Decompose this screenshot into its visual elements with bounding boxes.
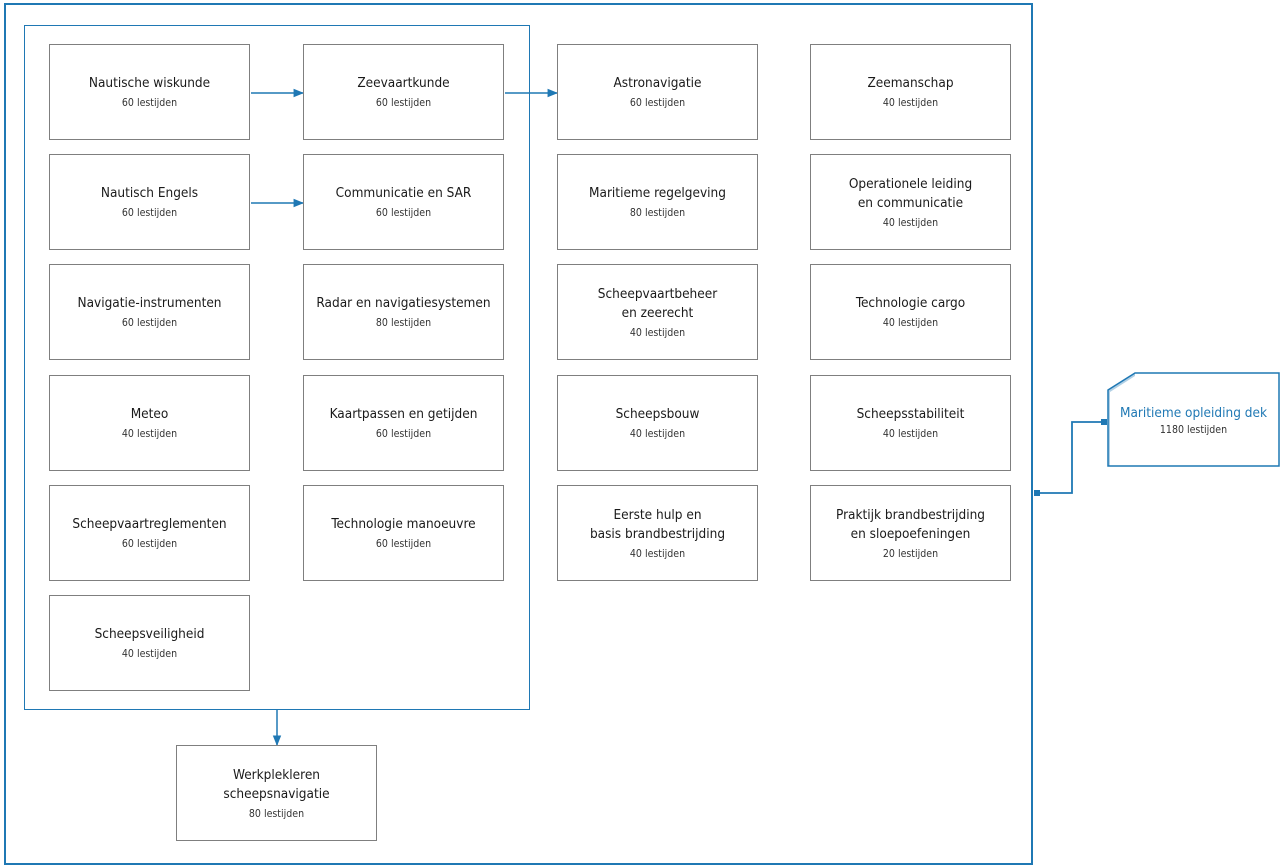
module-title: Scheepvaartreglementen bbox=[72, 516, 227, 532]
module-title: Kaartpassen en getijden bbox=[329, 406, 478, 422]
module-hours: 40 lestijden bbox=[882, 216, 939, 229]
module-hours: 60 lestijden bbox=[375, 97, 432, 109]
module-navigatie-instrumenten: Navigatie-instrumenten 60 lestijden bbox=[49, 264, 250, 360]
module-hours: 60 lestijden bbox=[375, 428, 432, 440]
module-title: Maritieme regelgeving bbox=[589, 185, 726, 201]
module-astronavigatie: Astronavigatie 60 lestijden bbox=[557, 44, 758, 140]
module-hours: 20 lestijden bbox=[882, 547, 939, 560]
module-title: Meteo bbox=[130, 406, 169, 422]
module-hours: 40 lestijden bbox=[629, 326, 686, 339]
module-hours: 60 lestijden bbox=[121, 538, 178, 550]
module-hours: 60 lestijden bbox=[121, 317, 178, 329]
module-hours: 40 lestijden bbox=[121, 428, 178, 440]
module-title: Eerste hulp en basis brandbestrijding bbox=[589, 506, 726, 542]
module-hours: 60 lestijden bbox=[629, 97, 686, 109]
module-title: Zeemanschap bbox=[867, 75, 954, 91]
final-title: Maritieme opleiding dek bbox=[1119, 404, 1267, 421]
final-qualification-box: Maritieme opleiding dek 1180 lestijden bbox=[1107, 372, 1280, 467]
module-technologie-manoeuvre: Technologie manoeuvre 60 lestijden bbox=[303, 485, 504, 581]
module-technologie-cargo: Technologie cargo 40 lestijden bbox=[810, 264, 1011, 360]
module-hours: 40 lestijden bbox=[882, 97, 939, 109]
connector-program-to-final bbox=[1037, 421, 1105, 494]
module-scheepsveiligheid: Scheepsveiligheid 40 lestijden bbox=[49, 595, 250, 691]
module-radar-navigatiesystemen: Radar en navigatiesystemen 80 lestijden bbox=[303, 264, 504, 360]
module-hours: 80 lestijden bbox=[248, 807, 305, 820]
module-hours: 80 lestijden bbox=[629, 207, 686, 219]
module-operationele-leiding: Operationele leiding en communicatie 40 … bbox=[810, 154, 1011, 250]
module-eerste-hulp: Eerste hulp en basis brandbestrijding 40… bbox=[557, 485, 758, 581]
module-zeevaartkunde: Zeevaartkunde 60 lestijden bbox=[303, 44, 504, 140]
module-title: Praktijk brandbestrijding en sloepoefeni… bbox=[835, 506, 986, 542]
module-title: Technologie cargo bbox=[855, 295, 966, 311]
module-title: Scheepvaartbeheer en zeerecht bbox=[597, 285, 718, 321]
module-title: Technologie manoeuvre bbox=[331, 516, 476, 532]
module-hours: 60 lestijden bbox=[121, 207, 178, 219]
module-hours: 40 lestijden bbox=[882, 317, 939, 329]
module-title: Scheepsveiligheid bbox=[94, 626, 205, 642]
module-title: Communicatie en SAR bbox=[335, 185, 472, 201]
navigation-group-frame bbox=[24, 25, 530, 710]
module-title: Nautische wiskunde bbox=[88, 75, 211, 91]
module-maritieme-regelgeving: Maritieme regelgeving 80 lestijden bbox=[557, 154, 758, 250]
module-meteo: Meteo 40 lestijden bbox=[49, 375, 250, 471]
module-hours: 40 lestijden bbox=[121, 648, 178, 660]
module-title: Zeevaartkunde bbox=[357, 75, 450, 91]
module-hours: 60 lestijden bbox=[375, 538, 432, 550]
module-title: Scheepsstabiliteit bbox=[856, 406, 965, 422]
module-scheepsbouw: Scheepsbouw 40 lestijden bbox=[557, 375, 758, 471]
module-nautische-wiskunde: Nautische wiskunde 60 lestijden bbox=[49, 44, 250, 140]
module-title: Astronavigatie bbox=[613, 75, 702, 91]
module-title: Werkplekleren scheepsnavigatie bbox=[223, 766, 330, 802]
module-hours: 60 lestijden bbox=[121, 97, 178, 109]
module-hours: 80 lestijden bbox=[375, 317, 432, 329]
module-title: Navigatie-instrumenten bbox=[77, 295, 222, 311]
module-hours: 40 lestijden bbox=[629, 428, 686, 440]
module-hours: 40 lestijden bbox=[882, 428, 939, 440]
module-kaartpassen-getijden: Kaartpassen en getijden 60 lestijden bbox=[303, 375, 504, 471]
module-title: Scheepsbouw bbox=[615, 406, 700, 422]
final-box-shape bbox=[1107, 372, 1280, 467]
module-title: Operationele leiding en communicatie bbox=[848, 175, 973, 211]
module-communicatie-sar: Communicatie en SAR 60 lestijden bbox=[303, 154, 504, 250]
module-scheepvaartbeheer: Scheepvaartbeheer en zeerecht 40 lestijd… bbox=[557, 264, 758, 360]
outer-program-frame bbox=[4, 3, 1033, 865]
module-scheepsstabiliteit: Scheepsstabiliteit 40 lestijden bbox=[810, 375, 1011, 471]
module-title: Nautisch Engels bbox=[100, 185, 199, 201]
module-nautisch-engels: Nautisch Engels 60 lestijden bbox=[49, 154, 250, 250]
module-hours: 40 lestijden bbox=[629, 547, 686, 560]
module-hours: 60 lestijden bbox=[375, 207, 432, 219]
module-title: Radar en navigatiesystemen bbox=[316, 295, 491, 311]
module-praktijk-brandbestrijding: Praktijk brandbestrijding en sloepoefeni… bbox=[810, 485, 1011, 581]
module-zeemanschap: Zeemanschap 40 lestijden bbox=[810, 44, 1011, 140]
module-werkplekleren: Werkplekleren scheepsnavigatie 80 lestij… bbox=[176, 745, 377, 841]
module-scheepvaartreglementen: Scheepvaartreglementen 60 lestijden bbox=[49, 485, 250, 581]
connector-end-left bbox=[1034, 490, 1040, 496]
final-hours: 1180 lestijden bbox=[1159, 423, 1228, 436]
